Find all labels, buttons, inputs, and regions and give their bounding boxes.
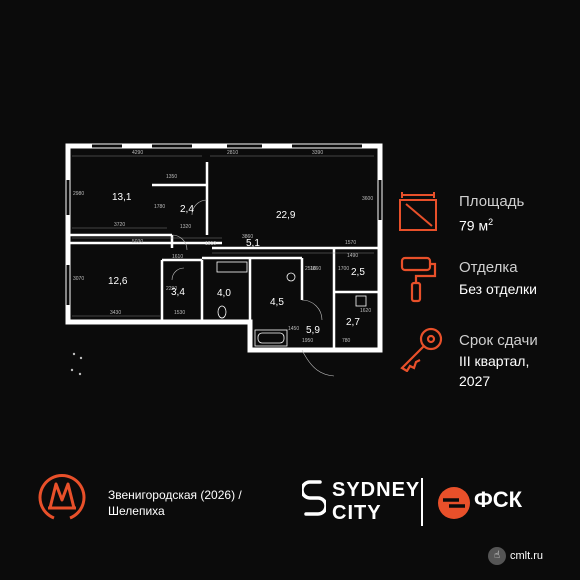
floor-plan: 4290 2810 3390 1350 1780 1320 3720 2980 … <box>65 143 383 377</box>
dim-label: 1780 <box>154 204 165 210</box>
dim-label: 4290 <box>132 150 143 156</box>
dim-label: 3860 <box>242 234 253 240</box>
sydney-line2: CITY <box>332 502 382 524</box>
dim-label: 1610 <box>172 254 183 260</box>
sydney-line1: SYDNEY <box>332 479 421 501</box>
metro-line2: Шелепиха <box>108 504 165 518</box>
compass-icon <box>70 352 83 376</box>
logo-divider <box>421 478 423 526</box>
watermark-icon: ☝ <box>488 547 506 565</box>
dim-label: 3600 <box>362 196 373 202</box>
dim-label: 3720 <box>114 222 125 228</box>
room-area: 2,7 <box>346 317 360 328</box>
dim-label: 1950 <box>302 338 313 344</box>
dim-label: 3070 <box>73 276 84 282</box>
fsk-logo-text: ФСК <box>474 487 523 512</box>
room-area: 13,1 <box>112 192 132 203</box>
dim-label: 2290 <box>166 286 177 292</box>
deadline-line2: 2027 <box>459 373 491 389</box>
dim-label: 1860 <box>310 266 321 272</box>
dim-label: 1350 <box>166 174 177 180</box>
dim-label: 1490 <box>347 253 358 259</box>
dim-label: 1530 <box>174 310 185 316</box>
metro-line1: Звенигородская (2026) / <box>108 488 242 502</box>
room-area: 4,5 <box>270 297 284 308</box>
paint-roller-icon <box>400 256 437 303</box>
watermark: ☝ cmlt.ru <box>488 547 543 565</box>
room-area: 4,0 <box>217 288 231 299</box>
area-number: 79 м <box>459 217 489 234</box>
room-area: 2,5 <box>351 267 365 278</box>
area-value: 79 м2 <box>459 213 493 236</box>
room-area: 5,1 <box>246 238 260 249</box>
metro-icon <box>38 474 86 520</box>
fsk-logo-icon <box>438 487 470 519</box>
area-icon <box>399 192 437 231</box>
dim-label: 2510 <box>305 266 316 272</box>
dim-label: 5030 <box>132 239 143 245</box>
deadline-label: Срок сдачи <box>459 332 538 349</box>
sydney-city-logo-icon <box>302 480 326 516</box>
room-area: 2,4 <box>180 204 194 215</box>
watermark-text: cmlt.ru <box>510 550 543 562</box>
room-area: 22,9 <box>276 210 296 221</box>
dim-label: 3430 <box>110 310 121 316</box>
dim-label: 3390 <box>312 150 323 156</box>
dim-label: 1320 <box>180 224 191 230</box>
finish-label: Отделка <box>459 259 518 276</box>
room-area: 12,6 <box>108 276 128 287</box>
area-label: Площадь <box>459 193 525 210</box>
room-area: 3,4 <box>171 287 185 298</box>
dim-label: 1700 <box>338 266 349 272</box>
area-unit-sup: 2 <box>488 217 494 227</box>
room-area: 5,9 <box>306 325 320 336</box>
dim-label: 2810 <box>227 150 238 156</box>
finish-value: Без отделки <box>459 281 538 297</box>
dim-label: 780 <box>342 338 351 344</box>
dim-label: 1450 <box>288 326 299 332</box>
key-icon <box>400 327 443 372</box>
dim-label: 1910 <box>205 241 216 247</box>
dim-label: 2980 <box>73 191 84 197</box>
deadline-line1: III квартал, <box>459 353 530 369</box>
dim-label: 1620 <box>360 308 371 314</box>
dim-label: 1570 <box>345 240 356 246</box>
